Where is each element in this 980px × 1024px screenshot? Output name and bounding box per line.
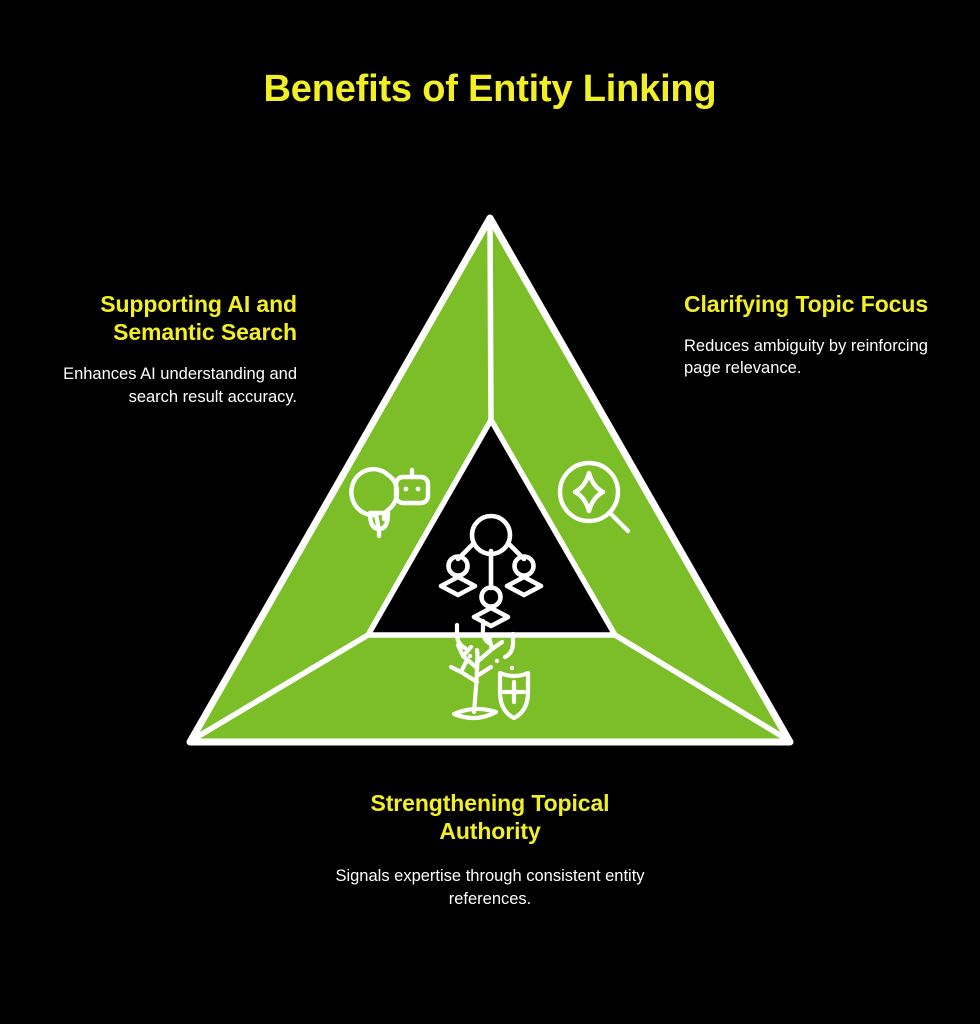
triangle-inner-shape <box>365 417 618 638</box>
benefit-block-clarifying-topic: Clarifying Topic Focus Reduces ambiguity… <box>684 290 966 380</box>
benefit-body: Enhances AI understanding and search res… <box>63 365 297 406</box>
benefit-heading: Supporting AI and Semantic Search <box>100 291 297 346</box>
benefit-heading: Strengthening Topical Authority <box>370 790 610 845</box>
divider-left <box>189 632 371 743</box>
page-title: Benefits of Entity Linking <box>263 68 717 110</box>
benefit-body: Reduces ambiguity by reinforcing page re… <box>684 337 928 378</box>
benefit-heading: Clarifying Topic Focus <box>684 291 929 317</box>
divider-right <box>612 632 791 743</box>
magnifier-sparkle-icon <box>557 460 631 534</box>
entity-network-icon <box>438 513 544 629</box>
triangle-inner <box>365 417 618 638</box>
divider-apex <box>487 217 494 423</box>
benefit-body: Signals expertise through consistent ent… <box>335 867 645 908</box>
benefit-block-supporting-ai: Supporting AI and Semantic Search Enhanc… <box>15 290 297 408</box>
benefit-block-topical-authority: Strengthening Topical Authority Signals … <box>320 789 660 910</box>
tree-shield-plus-icon <box>448 618 531 721</box>
lightbulb-robot-icon <box>349 466 431 539</box>
